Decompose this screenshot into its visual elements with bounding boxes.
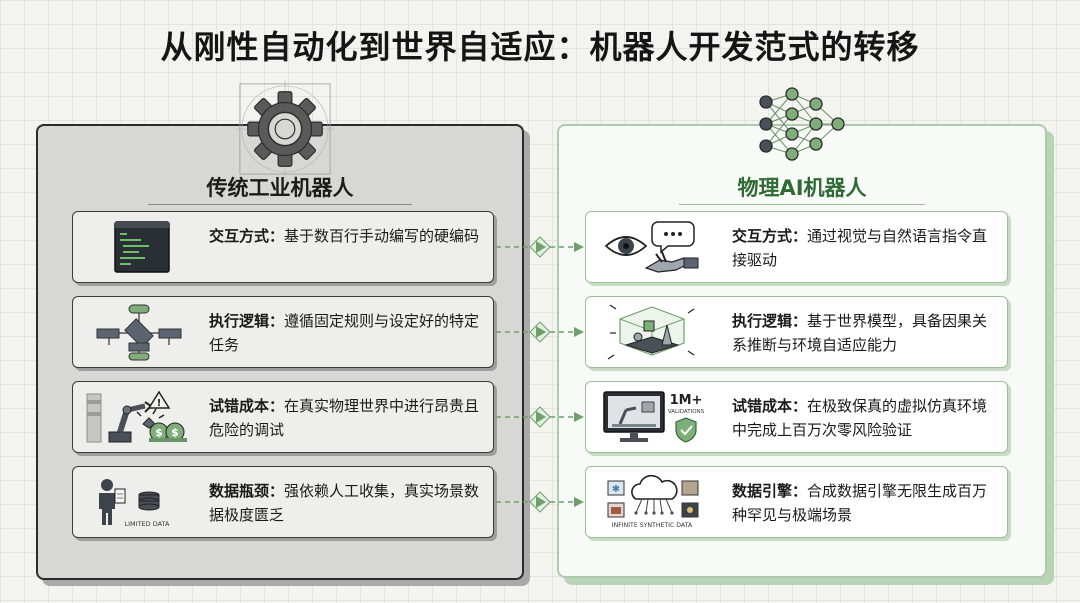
traditional-robot-heading: 传统工业机器人: [206, 176, 354, 200]
page-title: 从刚性自动化到世界自适应：机器人开发范式的转移: [160, 28, 920, 66]
limited-data-caption: LIMITED DATA: [125, 520, 171, 528]
card-description: 在真实物理世界中进行昂贵且危险的调试: [209, 397, 480, 439]
card-label: 数据瓶颈：: [209, 482, 285, 500]
gear-icon: [236, 80, 334, 178]
left-card-data: LIMITED DATA 数据瓶颈：强依赖人工收集，真实场景数据极度匮乏: [72, 466, 494, 538]
left-card-cost: ! $ $ 试错成本：在真实物理世界中进行昂贵且危险的调试: [72, 381, 494, 453]
transition-arrow: [496, 406, 584, 428]
card-description: 合成数据引擎无限生成百万种罕见与极端场景: [732, 482, 988, 524]
terminal-code-icon: [114, 221, 170, 273]
card-description: 通过视觉与自然语言指令直接驱动: [732, 227, 988, 269]
world-model-cube-icon: [607, 304, 695, 360]
physical-ai-robot-heading: 物理AI机器人: [737, 176, 867, 200]
svg-text:!: !: [157, 398, 162, 409]
synthetic-data-caption: INFINITE SYNTHETIC DATA: [612, 522, 693, 529]
cloud-synthetic-data-icon: ✱ INFINITE SYNTHETIC DATA: [607, 474, 699, 529]
right-card-interaction: 交互方式：通过视觉与自然语言指令直接驱动: [585, 211, 1008, 283]
neural-network-icon: [759, 87, 845, 161]
card-label: 执行逻辑：: [209, 312, 285, 330]
svg-text:$: $: [171, 426, 179, 439]
card-description: 基于世界模型，具备因果关系推断与环境自适应能力: [732, 312, 988, 354]
transition-arrow: [496, 491, 584, 513]
right-card-data: ✱ INFINITE SYNTHETIC DATA 数据引擎：合成数据引擎无限生…: [585, 466, 1008, 538]
card-description: 基于数百行手动编写的硬编码: [284, 227, 480, 245]
card-label: 交互方式：: [732, 227, 808, 245]
right-card-cost: 1M+ VALIDATIONS 试错成本：在极致保真的虚拟仿真环境中完成上百万次…: [585, 381, 1008, 453]
heading-underline: [679, 204, 925, 205]
card-label: 试错成本：: [732, 397, 808, 415]
validations-badge-sub: VALIDATIONS: [668, 409, 705, 415]
svg-text:✱: ✱: [612, 484, 620, 495]
worker-database-icon: LIMITED DATA: [99, 479, 171, 528]
eye-speech-hand-icon: [604, 221, 699, 273]
left-card-logic: 执行逻辑：遵循固定规则与设定好的特定任务: [72, 296, 494, 368]
simulation-monitor-icon: 1M+ VALIDATIONS: [603, 391, 705, 443]
heading-underline: [148, 204, 412, 205]
transition-arrow: [496, 321, 584, 343]
card-label: 试错成本：: [209, 397, 285, 415]
left-card-interaction: 交互方式：基于数百行手动编写的硬编码: [72, 211, 494, 283]
card-description: 遵循固定规则与设定好的特定任务: [209, 312, 480, 354]
validations-badge: 1M+: [670, 393, 703, 408]
card-description: 在极致保真的虚拟仿真环境中完成上百万次零风险验证: [732, 397, 988, 439]
robot-arm-cost-icon: ! $ $: [86, 390, 187, 443]
flowchart-icon: [96, 304, 182, 361]
right-card-logic: 执行逻辑：基于世界模型，具备因果关系推断与环境自适应能力: [585, 296, 1008, 368]
card-label: 交互方式：: [209, 227, 285, 245]
card-label: 数据引擎：: [732, 482, 808, 500]
card-description: 强依赖人工收集，真实场景数据极度匮乏: [209, 482, 480, 524]
card-label: 执行逻辑：: [732, 312, 808, 330]
svg-text:$: $: [155, 426, 163, 439]
transition-arrow: [496, 236, 584, 258]
